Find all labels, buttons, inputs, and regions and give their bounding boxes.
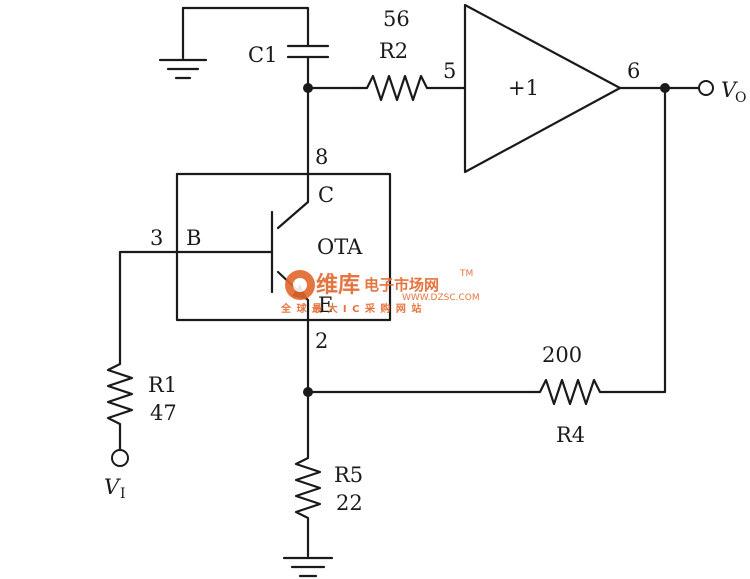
label-r5-name: R5 <box>334 463 363 487</box>
watermark-logo: 维库 电子市场网 TM WWW.DZSC.COM 全 球 最 大 I C 采 购… <box>280 269 480 315</box>
label-pin8: 8 <box>315 145 328 169</box>
watermark-tagline: 电子市场网 <box>364 276 439 294</box>
label-pin5: 5 <box>443 59 456 83</box>
label-vi: V <box>104 475 121 499</box>
label-c1: C1 <box>248 43 277 67</box>
label-pin6: 6 <box>627 59 640 83</box>
resistor-r2 <box>358 74 434 102</box>
label-r4-name: R4 <box>556 423 585 447</box>
label-vi-subscript: I <box>120 486 126 502</box>
output-terminal-vo <box>698 80 714 96</box>
label-buffer-gain: +1 <box>508 76 539 100</box>
label-r2-name: R2 <box>379 39 408 63</box>
label-emitter: E <box>318 293 333 317</box>
ground-symbol-bottom <box>282 556 334 578</box>
label-pin3: 3 <box>150 226 163 250</box>
watermark-url: WWW.DZSC.COM <box>402 293 480 303</box>
label-base: B <box>186 226 201 250</box>
buffer-amplifier-triangle <box>463 3 622 174</box>
label-r4-value: 200 <box>542 343 582 367</box>
input-terminal-vi <box>111 449 129 467</box>
watermark-brand: 维库 <box>316 272 360 298</box>
watermark-trademark: TM <box>459 269 473 279</box>
capacitor-c1-network <box>158 6 330 90</box>
label-r1-name: R1 <box>148 373 177 397</box>
label-pin2: 2 <box>315 329 328 353</box>
label-r5-value: 22 <box>336 491 363 515</box>
resistor-r4 <box>532 378 608 406</box>
label-r2-value: 56 <box>383 7 410 31</box>
label-r1-value: 47 <box>150 401 177 425</box>
label-ota: OTA <box>317 235 363 259</box>
watermark-slogan: 全 球 最 大 I C 采 购 网 站 <box>280 302 422 315</box>
ota-box <box>175 172 392 322</box>
resistor-r5 <box>294 450 322 526</box>
label-vo-subscript: O <box>735 90 746 106</box>
resistor-r1 <box>106 356 134 432</box>
label-vo: V <box>721 78 738 102</box>
label-collector: C <box>318 183 334 207</box>
